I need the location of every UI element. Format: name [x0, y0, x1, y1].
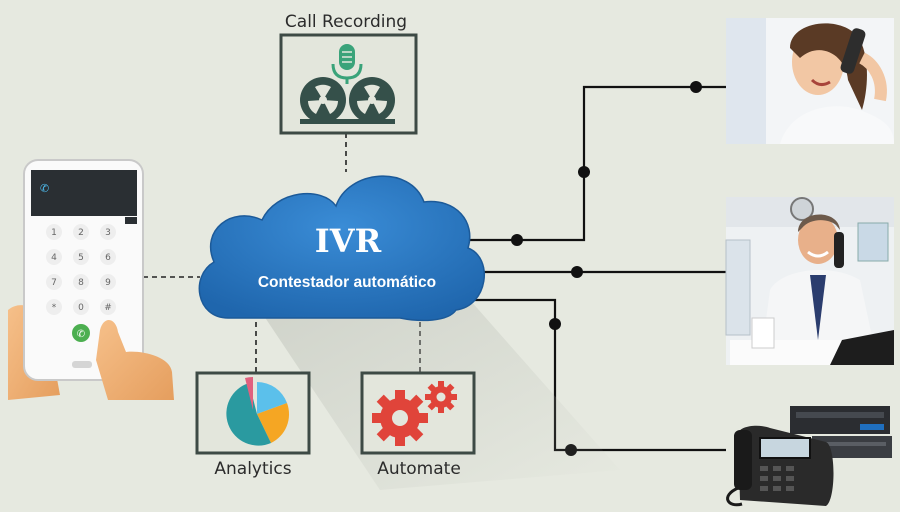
gears-icon	[372, 381, 457, 446]
dial-key: 7	[46, 274, 62, 290]
cloud-subtitle: Contestador automático	[258, 274, 436, 291]
cloud-shape	[198, 175, 485, 322]
pie-chart-icon	[226, 376, 290, 446]
call-recording-module: Call Recording	[279, 12, 418, 135]
svg-text:6: 6	[105, 253, 111, 263]
svg-text:2: 2	[78, 228, 84, 238]
dial-key: 8	[73, 274, 89, 290]
dial-key: #	[100, 299, 116, 315]
dial-key: 6	[100, 249, 116, 265]
wire-headset-agent	[465, 85, 726, 242]
call-button-icon	[72, 324, 90, 342]
svg-text:0: 0	[78, 303, 84, 313]
automate-label: Automate	[377, 459, 461, 479]
headset-agent-photo	[726, 18, 894, 144]
cloud-title: IVR	[315, 222, 382, 260]
automate-module: Automate	[360, 371, 476, 479]
ivr-cloud: IVR Contestador automático	[198, 175, 485, 322]
right-hand-finger	[96, 320, 174, 400]
svg-text:9: 9	[105, 278, 111, 288]
svg-text:8: 8	[78, 278, 84, 288]
svg-text:5: 5	[78, 253, 84, 263]
ip-desk-phone-photo	[726, 406, 892, 507]
svg-text:1: 1	[51, 228, 57, 238]
home-button	[72, 361, 92, 368]
wire-desk-phone	[466, 298, 726, 452]
svg-text:4: 4	[51, 253, 57, 263]
dial-key: *	[46, 299, 62, 315]
analytics-module: Analytics	[195, 371, 311, 479]
call-glyph: ✆	[77, 329, 85, 340]
dial-key: 9	[100, 274, 116, 290]
analytics-label: Analytics	[214, 459, 291, 479]
svg-text:*: *	[52, 303, 57, 313]
dial-key: 4	[46, 249, 62, 265]
svg-text:#: #	[104, 303, 112, 313]
dial-key: 2	[73, 224, 89, 240]
dial-key: 5	[73, 249, 89, 265]
call-recording-label: Call Recording	[285, 12, 407, 32]
dial-key: 0	[73, 299, 89, 315]
smartphone-illustration: ✆ 1 2 3 4 5 6 7 8 9 * 0 # ✆	[8, 159, 174, 400]
junction-dot	[578, 166, 590, 178]
junction-dot	[511, 234, 523, 246]
office-agent-photo	[725, 197, 894, 365]
svg-text:7: 7	[51, 278, 57, 288]
dial-key: 3	[100, 224, 116, 240]
tape-recorder-microphone-icon	[300, 44, 395, 124]
junction-dot	[690, 81, 702, 93]
delete-key-icon	[125, 217, 137, 224]
junction-dot	[549, 318, 561, 330]
junction-dot	[571, 266, 583, 278]
svg-text:3: 3	[105, 228, 111, 238]
phone-handset-icon: ✆	[40, 182, 49, 195]
dialpad: 1 2 3 4 5 6 7 8 9 * 0 #	[46, 224, 116, 315]
phone-screen-top	[31, 170, 137, 216]
dial-key: 1	[46, 224, 62, 240]
